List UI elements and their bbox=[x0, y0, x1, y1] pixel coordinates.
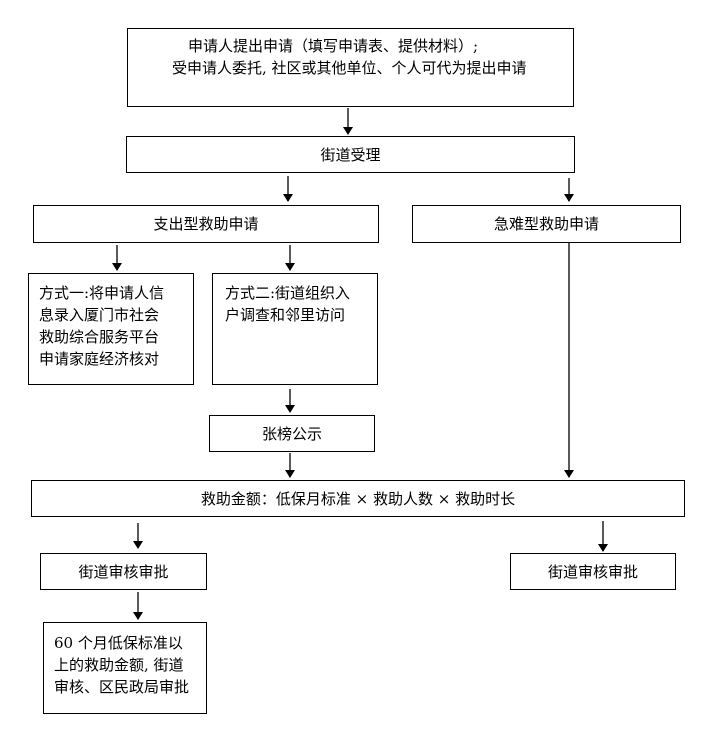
amount-label: 救助金额：低保月标准 × 救助人数 × 救助时长 bbox=[200, 489, 516, 508]
node-public-notice: 张榜公示 bbox=[209, 415, 375, 452]
node-request: 申请人提出申请（填写申请表、提供材料）; 受申请人委托, 社区或其他单位、个人可… bbox=[127, 28, 574, 107]
district-line-2: 上的救助金额, 街道 bbox=[54, 656, 184, 674]
expense-label: 支出型救助申请 bbox=[153, 215, 259, 233]
accept-label: 街道受理 bbox=[320, 145, 381, 164]
review-right-label: 街道审核审批 bbox=[547, 562, 638, 581]
emergency-label: 急难型救助申请 bbox=[493, 215, 599, 233]
method2-line-2: 户调查和邻里访问 bbox=[225, 306, 346, 324]
node-emergency-application: 急难型救助申请 bbox=[412, 205, 681, 243]
method1-line-2: 息录入厦门市社会 bbox=[39, 306, 160, 324]
district-line-3: 审核、区民政局审批 bbox=[54, 678, 190, 696]
method1-line-1: 方式一:将申请人信 bbox=[39, 284, 165, 302]
method1-line-4: 申请家庭经济核对 bbox=[39, 350, 160, 368]
node-expense-application: 支出型救助申请 bbox=[33, 205, 379, 243]
node-assistance-amount: 救助金额：低保月标准 × 救助人数 × 救助时长 bbox=[31, 480, 685, 517]
node-method-one: 方式一:将申请人信 息录入厦门市社会 救助综合服务平台 申请家庭经济核对 bbox=[28, 273, 194, 385]
request-line-1: 申请人提出申请（填写申请表、提供材料）; bbox=[188, 37, 479, 55]
method1-line-3: 救助综合服务平台 bbox=[39, 328, 160, 346]
node-street-review-right: 街道审核审批 bbox=[510, 553, 676, 590]
node-street-review-left: 街道审核审批 bbox=[40, 553, 207, 590]
node-district-approval: 60 个月低保标准以 上的救助金额, 街道 审核、区民政局审批 bbox=[43, 622, 207, 714]
node-accept: 街道受理 bbox=[126, 136, 575, 173]
district-line-1: 60 个月低保标准以 bbox=[54, 634, 183, 652]
node-method-two: 方式二:街道组织入 户调查和邻里访问 bbox=[212, 273, 378, 385]
review-left-label: 街道审核审批 bbox=[78, 562, 169, 581]
request-line-2: 受申请人委托, 社区或其他单位、个人可代为提出申请 bbox=[172, 59, 527, 77]
method2-line-1: 方式二:街道组织入 bbox=[225, 284, 351, 302]
notice-label: 张榜公示 bbox=[261, 424, 322, 443]
